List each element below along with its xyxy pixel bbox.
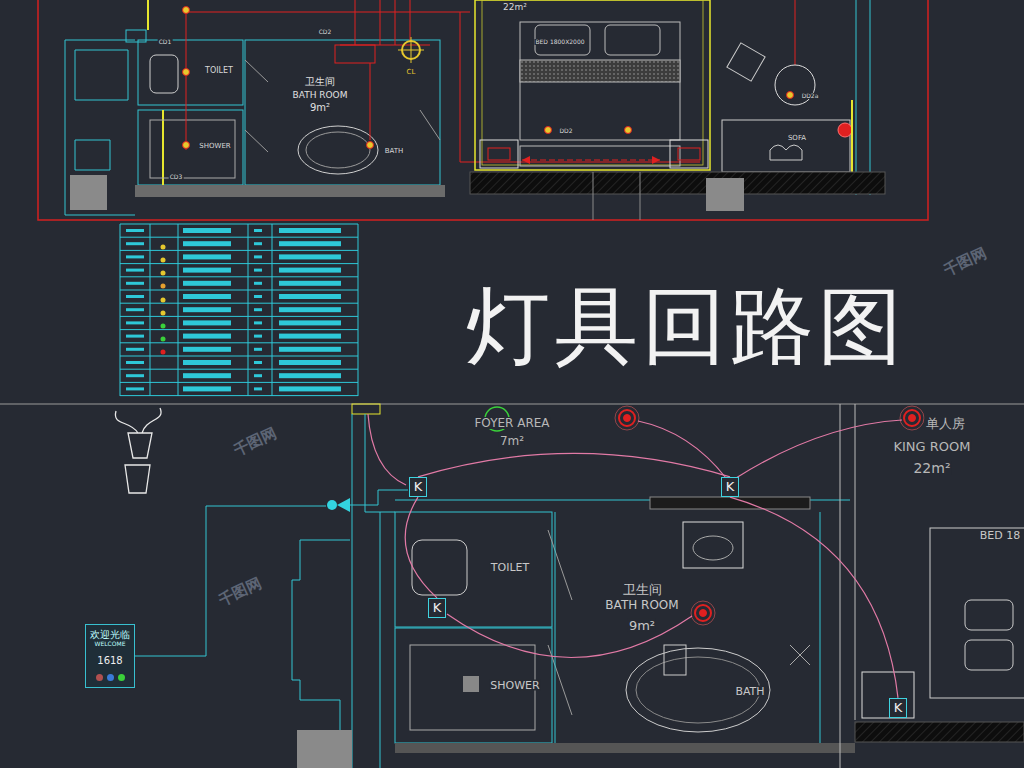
indicator-dot [107,674,114,681]
indicator-dot [96,674,103,681]
switch-letter: K [414,480,423,494]
room-label: 卫生间 [622,583,663,596]
indicator-dot [118,674,125,681]
room-label: DD2 [558,128,573,134]
room-label: BATH ROOM [604,599,679,611]
bottom-plan [0,404,1024,768]
doorplate-text: WELCOME [90,641,130,648]
room-label: 22m² [912,461,951,475]
room-label: FOYER AREA [473,417,550,429]
room-label: TOILET [204,67,234,75]
doorplate-text: 欢迎光临 [90,629,130,640]
room-label: SHOWER [489,680,540,691]
room-label: 7m² [499,435,525,447]
room-label: CL [406,69,417,76]
room-label: CD3 [169,174,184,180]
switch-letter: K [726,480,735,494]
switch-box: K [409,477,428,497]
room-label: KING ROOM [892,440,971,453]
switch-letter: K [894,701,903,715]
room-label: BED 18 [979,530,1021,541]
top-plan [38,0,928,220]
room-label: CD2 [318,29,333,35]
watermark: 千图网 [216,575,265,608]
room-label: SOFA [787,135,807,142]
watermark: 千图网 [941,245,990,278]
room-label: TOILET [490,562,530,573]
room-label: CD1 [158,39,173,45]
circuit-wire [405,497,437,598]
doorplate-text: 1618 [90,655,130,666]
room-label: 单人房 [925,417,966,430]
room-label: BATH [734,686,765,697]
circuit-wire [730,497,898,698]
switch-box: K [889,698,908,718]
switch-box: K [721,477,740,497]
room-label: SHOWER [198,143,231,150]
switch-box: K [428,598,447,618]
plan-title: 灯具回路图 [466,280,906,372]
room-label: 22m² [502,3,528,12]
circuit-wire [418,453,730,476]
watermark: 千图网 [231,425,280,458]
room-label: BED 1800X2000 [534,39,585,45]
indicator-row [90,674,130,682]
doorplate-panel: 欢迎光临WELCOME 1618 [85,624,135,689]
room-label: 卫生间 [304,77,336,87]
room-label: BATH ROOM [292,91,349,100]
room-label: 9m² [309,103,331,113]
switch-letter: K [433,601,442,615]
room-label: DD2a [801,93,820,99]
fixture-table [120,224,358,396]
room-label: 9m² [628,619,656,632]
room-label: BATH [384,148,405,155]
